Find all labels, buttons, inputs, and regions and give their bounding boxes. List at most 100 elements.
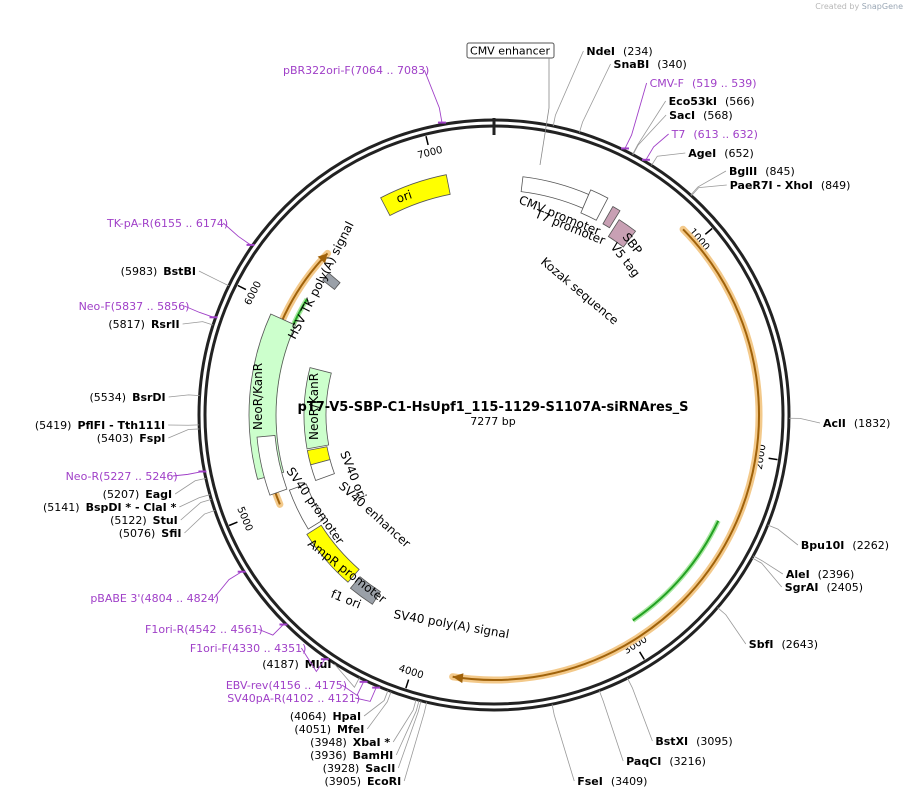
primer-leader: [355, 687, 377, 702]
primer-leader: [624, 82, 648, 149]
orange-cds-arrow: [452, 228, 760, 681]
site-name: AgeI: [688, 147, 716, 160]
site-label: Eco53kI(566): [669, 95, 755, 108]
site-leader: [717, 607, 747, 645]
site-label: (3948)XbaI *: [310, 736, 390, 749]
site-leader: [632, 114, 667, 155]
primer-name: SV40pA-R: [227, 692, 282, 705]
sv40-ori-block: [306, 446, 331, 466]
ampr-promoter-block: [288, 483, 325, 530]
site-position: (5419): [35, 419, 72, 432]
site-name: PaeR7I - XhoI: [730, 179, 813, 192]
primer-name: Neo-F: [79, 300, 111, 313]
site-label: (5534)BsrDI: [89, 391, 165, 404]
site-position: (4051): [294, 723, 331, 736]
primer-label: Neo-F(5837 .. 5856): [79, 300, 190, 313]
restriction-sites: NdeI(234)SnaBI(340)Eco53kI(566)SacI(568)…: [35, 45, 891, 788]
site-position: (845): [765, 165, 795, 178]
site-position: (340): [657, 58, 687, 71]
site-position: (5983): [121, 265, 158, 278]
site-label: (4187)MluI: [262, 658, 331, 671]
plasmid-title: pT7-V5-SBP-C1-HsUpf1_115-1129-S1107A-siR…: [298, 400, 689, 415]
primer-label: T7(613 .. 632): [671, 128, 758, 141]
primer-range: (4804 .. 4824): [140, 592, 219, 605]
site-name: HpaI: [332, 710, 361, 723]
tick-mark: [237, 284, 247, 291]
site-name: BspDI * - ClaI *: [86, 501, 177, 514]
cmv-enhancer-label: CMV enhancer: [466, 42, 555, 166]
site-leader: [363, 690, 389, 717]
hsv-tk-label: HSV TK poly(A) signal: [285, 219, 356, 341]
site-leader: [334, 663, 360, 689]
tick-mark: [768, 457, 778, 461]
site-label: NdeI (234): [586, 45, 652, 58]
site-label: PaeR7I - XhoI(849): [730, 179, 851, 192]
primer-range: (7064 .. 7083): [351, 64, 430, 77]
site-leader: [182, 321, 214, 326]
site-label: BglII(845): [729, 165, 795, 178]
site-label: (3905)EcoRI: [324, 775, 401, 788]
site-name: BamHI: [353, 749, 394, 762]
primer-range: (6155 .. 6174): [150, 217, 229, 230]
site-name: PaqCI: [626, 755, 661, 768]
site-leader: [598, 690, 624, 762]
site-name: SfiI: [161, 527, 181, 540]
site-position: (5534): [89, 391, 126, 404]
site-leader: [788, 417, 821, 424]
site-label: SnaBI (340): [614, 58, 687, 71]
primer-label: EBV-rev(4156 .. 4175): [226, 679, 347, 692]
v5-tag-block: [607, 219, 637, 248]
primer-range: (4542 .. 4561): [184, 623, 263, 636]
site-leader: [651, 152, 686, 166]
site-name: SnaBI: [614, 58, 650, 71]
site-name: EcoRI: [367, 775, 401, 788]
primer-leader: [222, 222, 251, 246]
site-label: (5122) StuI: [110, 514, 178, 527]
site-leader: [179, 494, 211, 508]
primer-leader: [213, 571, 242, 599]
plasmid-backbone: [197, 118, 791, 712]
site-label: Bpu10I(2262): [801, 539, 889, 552]
site-position: (3928): [323, 762, 360, 775]
site-name: BstBI: [163, 265, 196, 278]
cmv-promoter-head: [580, 189, 609, 221]
site-name: RsrII: [151, 318, 180, 331]
sv40-enhancer-block: [310, 459, 335, 482]
site-leader: [752, 555, 784, 575]
site-name: StuI: [153, 514, 178, 527]
green-right-arrow: [632, 520, 720, 622]
site-position: (568): [703, 109, 733, 122]
kozak-sequence-label: Kozak sequence: [538, 255, 621, 328]
primer-range: (4102 .. 4121): [282, 692, 361, 705]
site-name: SgrAI: [785, 581, 819, 594]
primer-range: (5227 .. 5246): [99, 470, 178, 483]
primer-leader: [257, 624, 284, 636]
site-name: SbfI: [749, 638, 774, 651]
primer-label: SV40pA-R(4102 .. 4121): [227, 692, 360, 705]
site-label: (4051)MfeI: [294, 723, 364, 736]
site-position: (234): [623, 45, 653, 58]
primer-name: F1ori-F: [190, 642, 228, 655]
cmv-enhancer-text: CMV enhancer: [470, 45, 550, 58]
site-label: FseI(3409): [577, 775, 647, 788]
site-name: XbaI *: [353, 736, 391, 749]
primer-name: TK-pA-R: [106, 217, 150, 230]
site-leader: [632, 100, 666, 155]
site-name: Eco53kI: [669, 95, 717, 108]
site-position: (652): [724, 147, 754, 160]
primer-label: pBABE 3'(4804 .. 4824): [90, 592, 219, 605]
site-position: (3936): [310, 749, 347, 762]
site-position: (3409): [611, 775, 648, 788]
site-leader: [627, 677, 653, 742]
tick-label: 6000: [243, 280, 264, 308]
sbp-block: [602, 205, 621, 229]
primer-range: (4156 .. 4175): [268, 679, 347, 692]
f1-ori-block: [306, 524, 360, 583]
orange-left-arrow-head: [317, 253, 328, 264]
primer-leader: [341, 681, 364, 696]
site-position: (5122): [110, 514, 147, 527]
site-name: NdeI: [586, 45, 615, 58]
site-label: (5403)FspI: [97, 432, 166, 445]
plasmid-size: 7277 bp: [470, 415, 515, 428]
primer-leader: [184, 305, 214, 318]
